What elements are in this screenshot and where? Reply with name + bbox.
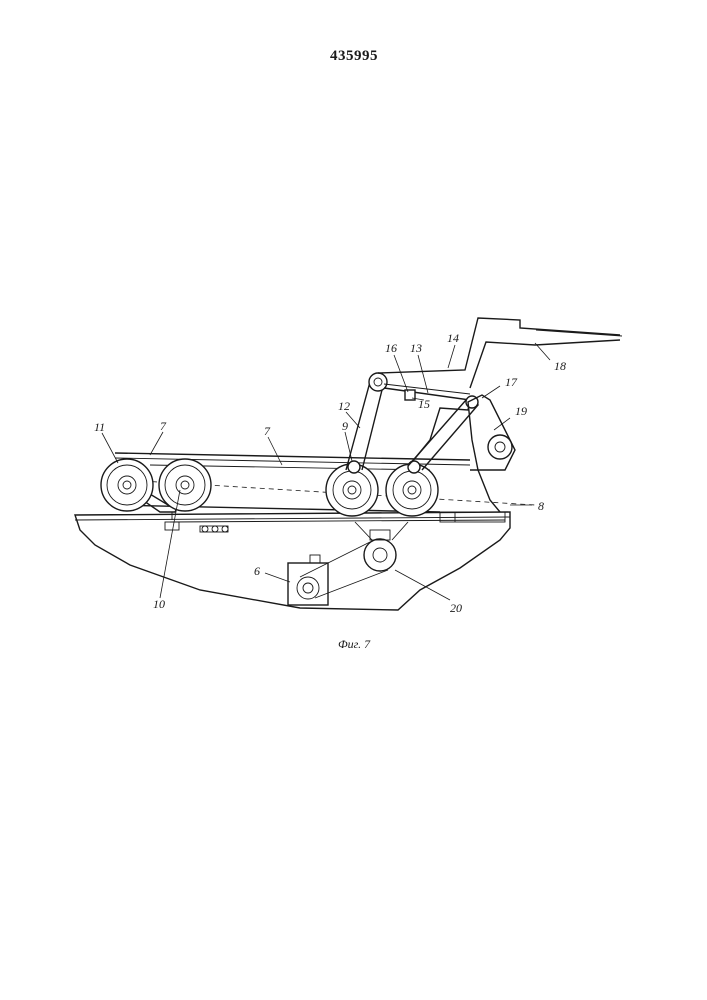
label-14: 14	[447, 331, 459, 345]
bracket-19	[468, 395, 515, 512]
pin-9	[348, 461, 360, 473]
motor-6	[288, 555, 328, 605]
label-15: 15	[418, 397, 430, 411]
link-13	[384, 384, 470, 462]
label-9: 9	[342, 419, 348, 433]
pin-8	[408, 461, 420, 473]
label-18: 18	[554, 359, 566, 373]
label-19: 19	[515, 404, 527, 418]
label-12: 12	[338, 399, 350, 413]
lever-12	[346, 373, 387, 470]
roller-11	[101, 459, 153, 511]
label-7b: 7	[264, 424, 271, 438]
label-17: 17	[505, 375, 518, 389]
label-16: 16	[385, 341, 397, 355]
label-13: 13	[410, 341, 422, 355]
label-10: 10	[153, 597, 165, 611]
label-7a: 7	[160, 419, 167, 433]
label-11: 11	[94, 420, 105, 434]
label-20: 20	[450, 601, 462, 615]
label-6: 6	[254, 564, 260, 578]
roller-10	[159, 459, 211, 511]
figure-caption: Фиг. 7	[338, 637, 371, 651]
label-8: 8	[538, 499, 544, 513]
